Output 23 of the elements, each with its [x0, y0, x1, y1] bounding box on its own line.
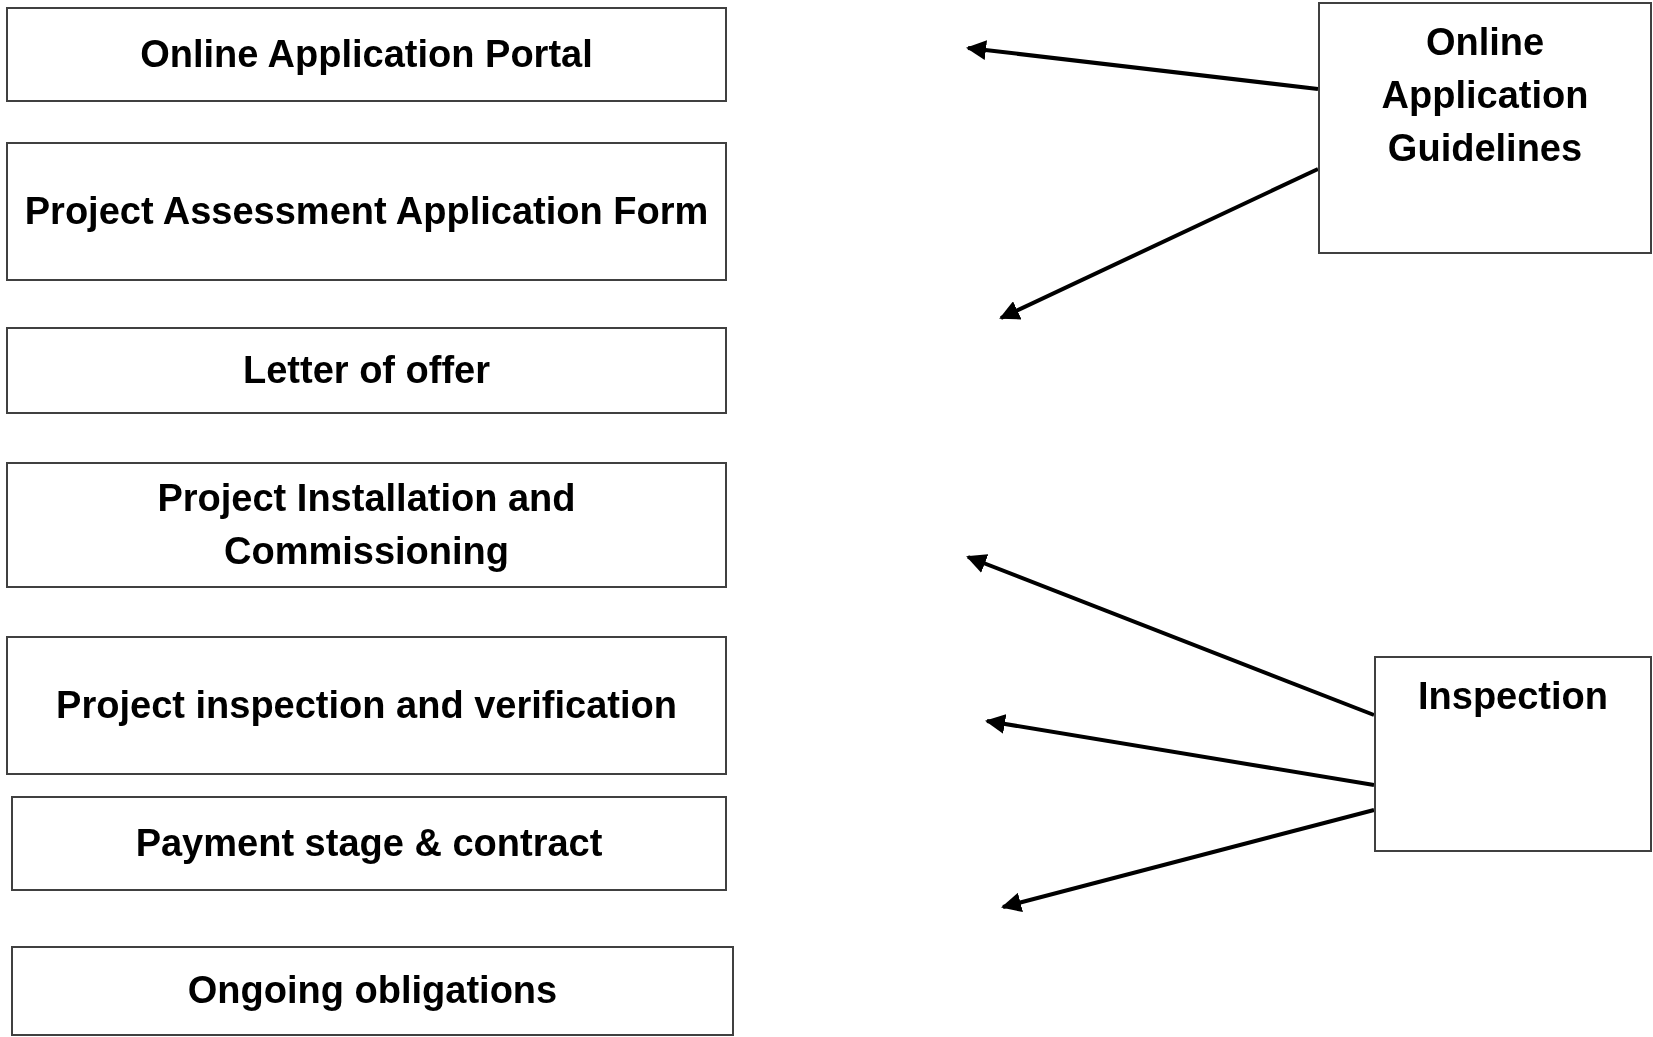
arrow	[999, 167, 1319, 320]
process-box	[11, 796, 727, 891]
arrow	[966, 40, 1319, 91]
box-label: Online Application Guidelines	[1380, 20, 1590, 172]
box-label: Ongoing obligations	[187, 968, 558, 1014]
box-label: Project Installation and Commissioning	[156, 475, 577, 574]
process-box	[11, 946, 734, 1036]
arrow	[966, 554, 1375, 717]
box-label: Project inspection and verification	[56, 682, 677, 728]
process-box	[6, 636, 727, 775]
process-box	[6, 7, 727, 102]
process-box	[6, 462, 727, 588]
process-box	[6, 142, 727, 281]
box-label: Letter of offer	[243, 347, 490, 393]
box-label: Payment stage & contract	[135, 820, 603, 866]
process-box	[6, 327, 727, 414]
box-label: Project Assessment Application Form	[24, 188, 709, 234]
box-label: Online Application Portal	[140, 31, 593, 77]
arrow	[985, 714, 1375, 787]
process-box	[1374, 656, 1652, 852]
box-label: Inspection	[1418, 674, 1608, 719]
arrow	[1001, 808, 1375, 913]
process-box	[1318, 2, 1652, 254]
